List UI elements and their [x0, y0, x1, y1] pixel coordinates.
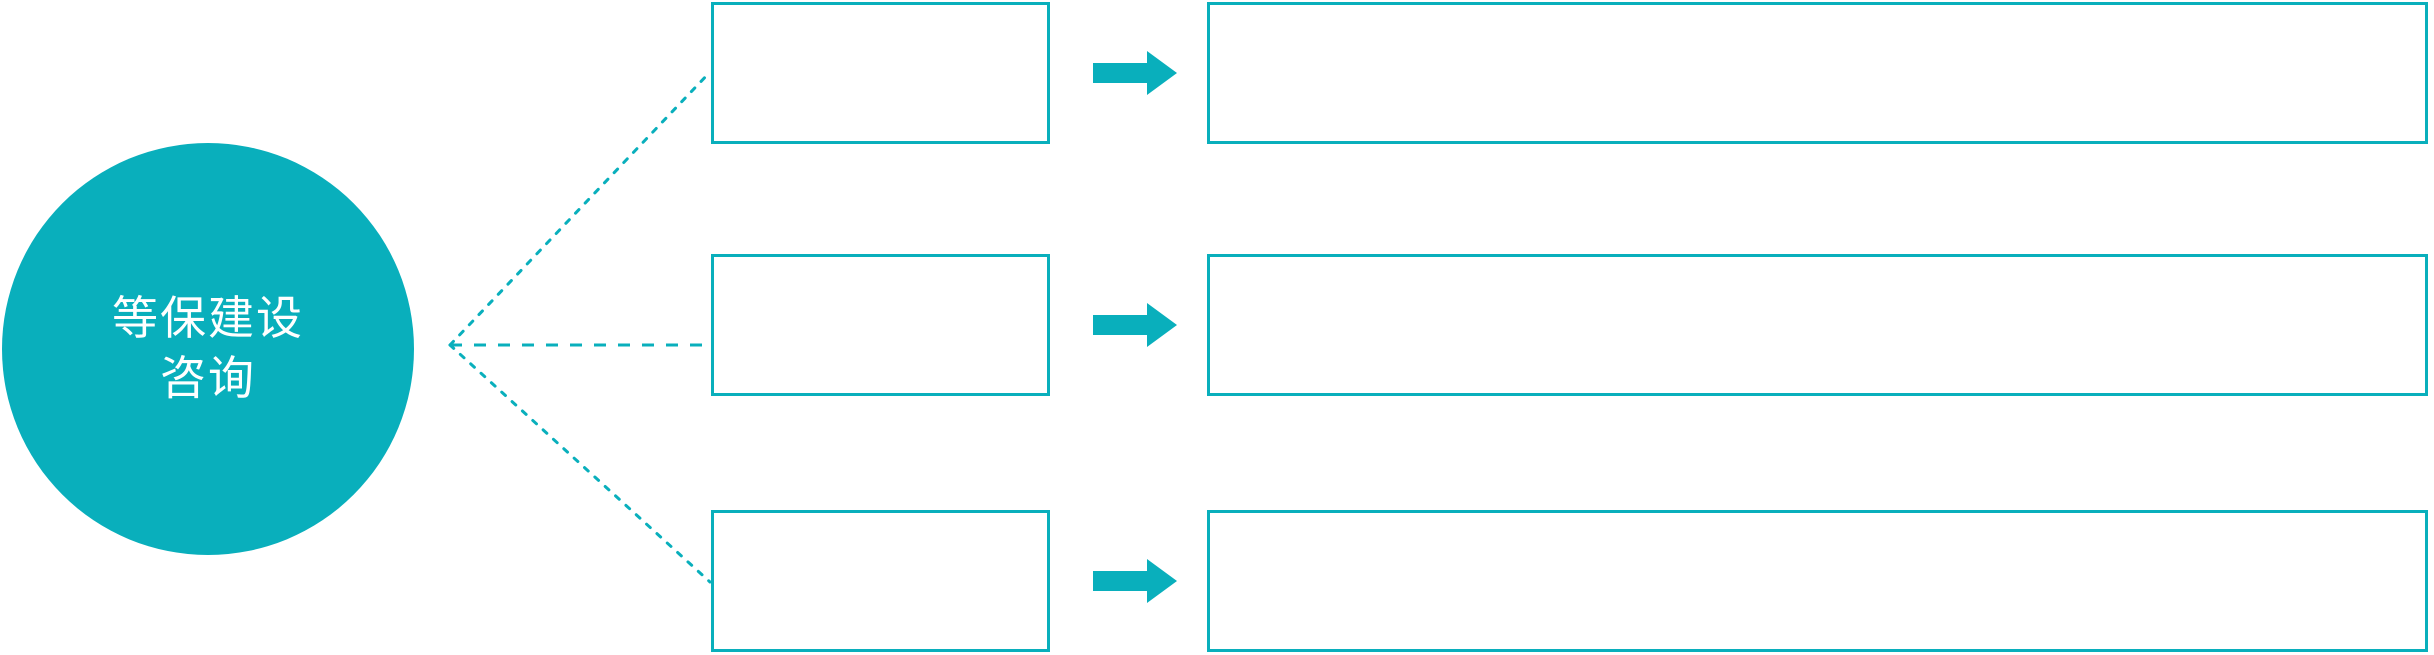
diagram-row-3 — [0, 509, 2434, 654]
stage-box-3[interactable] — [711, 510, 1050, 652]
hub-circle[interactable]: 等保建设 咨询 — [2, 143, 414, 555]
detail-box-3[interactable] — [1207, 510, 2428, 652]
detail-box-1[interactable] — [1207, 2, 2428, 144]
hub-title-line-1: 等保建设 — [112, 291, 304, 346]
detail-box-2[interactable] — [1207, 254, 2428, 396]
right-arrow-icon-1 — [1093, 51, 1179, 95]
stage-box-1[interactable] — [711, 2, 1050, 144]
diagram-row-1 — [0, 1, 2434, 146]
stage-box-2[interactable] — [711, 254, 1050, 396]
diagram-row-2 — [0, 253, 2434, 398]
right-arrow-icon-3 — [1093, 559, 1179, 603]
right-arrow-icon-2 — [1093, 303, 1179, 347]
hub-title-line-2: 咨询 — [160, 351, 256, 405]
